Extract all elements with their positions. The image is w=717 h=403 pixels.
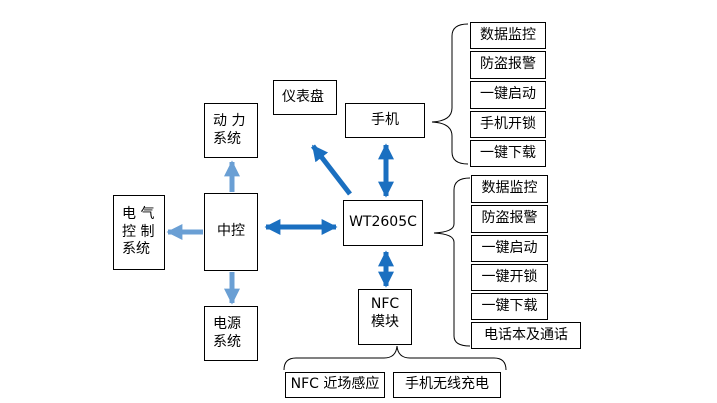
electric-control-box: 电 气 控 制 系统 (113, 195, 165, 270)
module-feature-label: 一键下载 (481, 297, 538, 314)
brace-module-features (433, 177, 471, 347)
brace-nfc-features (283, 345, 507, 371)
phone-feature-item: 手机开锁 (470, 111, 546, 138)
phone-feature-item: 防盗报警 (470, 51, 546, 79)
phone-feature-label: 一键下载 (480, 144, 536, 161)
central-control-label: 中控 (217, 223, 245, 240)
phone-feature-label: 数据监控 (480, 26, 536, 43)
dashboard-box: 仪表盘 (273, 80, 337, 115)
nfc-feature-label: 手机无线充电 (405, 376, 489, 393)
phone-label: 手机 (371, 111, 399, 128)
module-feature-label: 数据监控 (481, 180, 538, 197)
power-system-box: 动 力 系统 (204, 103, 258, 158)
wt2605c-module-box: WT2605C (343, 200, 423, 246)
module-feature-item: 电话本及通话 (471, 322, 581, 349)
phone-box: 手机 (345, 103, 425, 138)
module-feature-label: 防盗报警 (481, 210, 538, 227)
nfc-feature-label: NFC 近场感应 (290, 376, 380, 393)
phone-feature-label: 一键启动 (480, 86, 536, 103)
module-feature-label: 一键开锁 (481, 268, 538, 285)
power-supply-label: 电源 系统 (213, 316, 241, 350)
power-system-label: 动 力 系统 (213, 113, 246, 147)
module-feature-item: 防盗报警 (471, 205, 548, 233)
module-feature-label: 电话本及通话 (484, 326, 568, 343)
module-feature-label: 一键启动 (481, 239, 538, 256)
phone-feature-label: 防盗报警 (480, 56, 536, 73)
arrow-module-to-dashboard (311, 144, 352, 196)
module-feature-item: 一键下载 (471, 293, 548, 320)
nfc-feature-item: NFC 近场感应 (285, 372, 385, 398)
brace-phone-features (431, 23, 469, 165)
phone-feature-label: 手机开锁 (480, 115, 536, 132)
module-feature-item: 数据监控 (471, 175, 548, 203)
phone-feature-item: 一键下载 (470, 140, 546, 167)
nfc-feature-item: 手机无线充电 (393, 372, 501, 398)
dashboard-label: 仪表盘 (282, 88, 324, 105)
wt2605c-module-label: WT2605C (349, 214, 417, 231)
central-control-box: 中控 (204, 193, 258, 271)
phone-feature-item: 一键启动 (470, 81, 546, 109)
phone-feature-item: 数据监控 (470, 22, 546, 49)
module-feature-item: 一键开锁 (471, 264, 548, 291)
power-supply-box: 电源 系统 (204, 306, 258, 361)
nfc-module-box: NFC 模块 (358, 289, 412, 345)
module-feature-item: 一键启动 (471, 235, 548, 262)
nfc-module-label: NFC 模块 (370, 296, 400, 330)
electric-control-label: 电 气 控 制 系统 (122, 206, 155, 258)
